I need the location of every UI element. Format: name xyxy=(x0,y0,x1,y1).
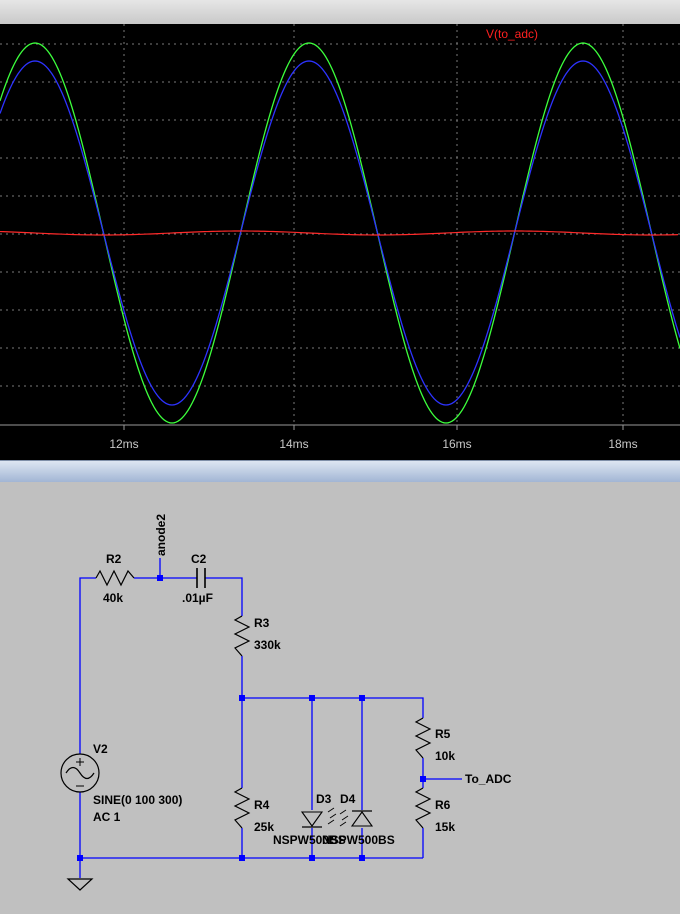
waveform-svg: 12ms 14ms 16ms 18ms V(to_adc) xyxy=(0,24,680,451)
v2-ac-label: AC 1 xyxy=(93,810,121,824)
r5-value-label: 10k xyxy=(435,749,455,763)
r6-ref-label: R6 xyxy=(435,798,451,812)
r2-ref-label: R2 xyxy=(106,552,122,566)
wires xyxy=(79,558,462,878)
junction-node xyxy=(359,855,365,861)
x-tick-label: 18ms xyxy=(608,437,637,451)
r4-ref-label: R4 xyxy=(254,798,270,812)
pane-divider[interactable] xyxy=(0,460,680,484)
led-emission-arrows-icon xyxy=(327,807,349,827)
junction-node xyxy=(359,695,365,701)
resistor-r2-symbol[interactable] xyxy=(95,569,135,587)
capacitor-c2-symbol[interactable] xyxy=(196,568,206,588)
resistor-r3-symbol[interactable] xyxy=(233,615,251,657)
x-tick-label: 16ms xyxy=(442,437,471,451)
junction-node xyxy=(420,776,426,782)
x-tick-label: 12ms xyxy=(109,437,138,451)
r2-value-label: 40k xyxy=(103,591,123,605)
net-label-anode2[interactable]: anode2 xyxy=(154,514,168,556)
c2-ref-label: C2 xyxy=(191,552,207,566)
schematic-svg: R2 40k C2 .01µF R3 330k R4 25k R5 10k R6… xyxy=(60,514,512,891)
d3-model-label: NSPW500BS xyxy=(273,833,346,847)
resistor-r5-symbol[interactable] xyxy=(414,717,432,759)
junction-node xyxy=(239,855,245,861)
r3-value-label: 330k xyxy=(254,638,281,652)
resistor-r4-symbol[interactable] xyxy=(233,787,251,829)
ground-icon xyxy=(66,878,94,891)
d3-ref-label: D3 xyxy=(316,792,332,806)
junction-node xyxy=(309,855,315,861)
r4-value-label: 25k xyxy=(254,820,274,834)
junction-nodes xyxy=(77,575,426,861)
net-label-to-adc[interactable]: To_ADC xyxy=(465,772,512,786)
v2-value-label: SINE(0 100 300) xyxy=(93,793,182,807)
v2-ref-label: V2 xyxy=(93,742,108,756)
x-tick-labels: 12ms 14ms 16ms 18ms xyxy=(109,437,637,451)
junction-node xyxy=(77,855,83,861)
schematic-editor[interactable]: R2 40k C2 .01µF R3 330k R4 25k R5 10k R6… xyxy=(0,482,680,909)
waveform-plot[interactable]: 12ms 14ms 16ms 18ms V(to_adc) xyxy=(0,24,680,460)
r5-ref-label: R5 xyxy=(435,727,451,741)
resistor-r6-symbol[interactable] xyxy=(414,787,432,829)
trace-green xyxy=(0,42,680,424)
trace-label[interactable]: V(to_adc) xyxy=(486,27,538,41)
wire-c2-r3 xyxy=(205,577,243,616)
d4-ref-label: D4 xyxy=(340,792,356,806)
junction-node xyxy=(309,695,315,701)
plot-grid xyxy=(0,24,680,430)
wire-mid-bus xyxy=(242,697,424,718)
junction-node xyxy=(157,575,163,581)
trace-v-to-adc xyxy=(0,230,679,236)
diode-d4-symbol[interactable] xyxy=(350,810,374,827)
junction-node xyxy=(239,695,245,701)
wire-left-vertical xyxy=(79,577,96,754)
d4-model-label: NSPW500BS xyxy=(322,833,395,847)
r3-ref-label: R3 xyxy=(254,616,270,630)
c2-value-label: .01µF xyxy=(182,591,213,605)
title-bar xyxy=(0,0,680,25)
diode-d3-symbol[interactable] xyxy=(300,811,324,828)
r6-value-label: 15k xyxy=(435,820,455,834)
x-tick-label: 14ms xyxy=(279,437,308,451)
trace-blue xyxy=(0,60,680,406)
voltage-source-v2-symbol[interactable] xyxy=(60,753,100,793)
